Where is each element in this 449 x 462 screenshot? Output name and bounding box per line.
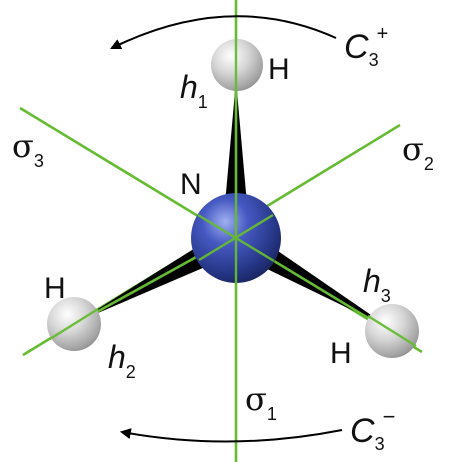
h1-label: h1 <box>180 69 208 112</box>
sigma2-label: σ2 <box>402 130 434 174</box>
mirror-planes-front <box>49 37 417 348</box>
c3-plus-arrow-icon <box>110 15 337 50</box>
h2-label: h2 <box>108 339 136 382</box>
c3-plus-label: C3+ <box>344 23 388 70</box>
hydrogen-label-left: H <box>44 272 66 305</box>
hydrogen-label-right: H <box>330 337 352 370</box>
sigma3-label: σ3 <box>12 127 44 171</box>
c3-minus-label: C3− <box>350 404 395 454</box>
c3-minus-arrow-icon <box>119 428 343 443</box>
nitrogen-label: N <box>180 168 202 201</box>
sigma1-label: σ1 <box>245 380 277 424</box>
hydrogen-label-top: H <box>268 53 290 86</box>
h3-label: h3 <box>363 263 391 306</box>
